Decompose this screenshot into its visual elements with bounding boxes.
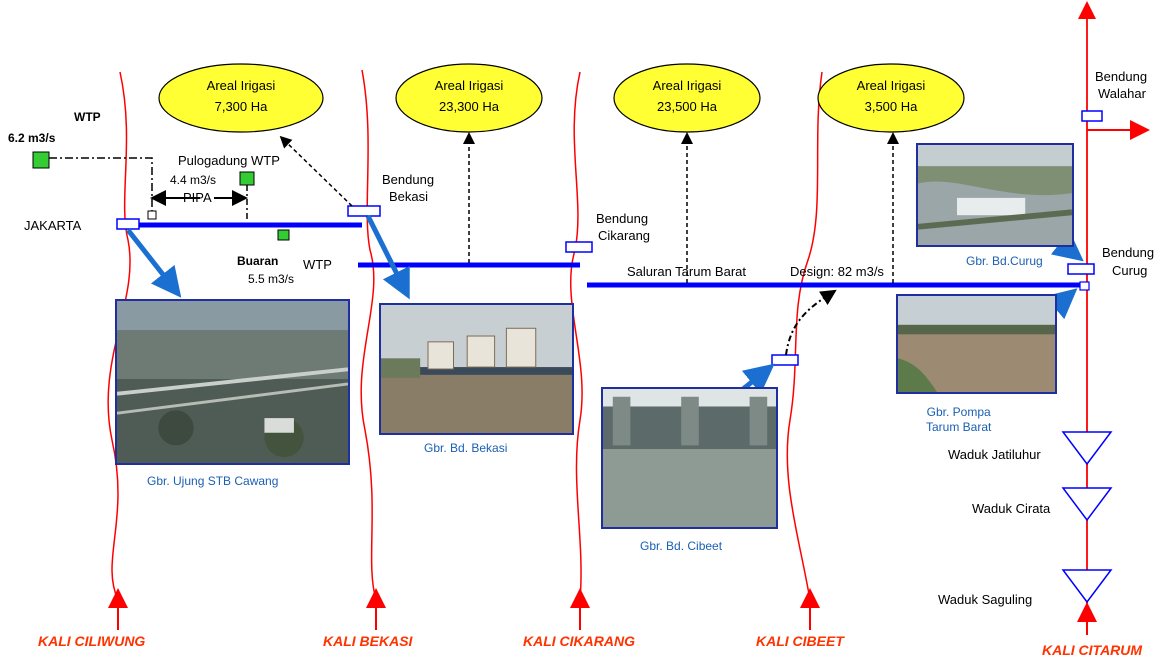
river-label-cikarang: KALI CIKARANG bbox=[523, 633, 635, 649]
weir-box-jakarta bbox=[116, 218, 140, 230]
irrigation-area-value-1: 7,300 Ha bbox=[214, 98, 268, 114]
pointer-arrow-cawang bbox=[126, 228, 182, 298]
irrigation-title-2: Areal Irigasi bbox=[434, 78, 504, 93]
weir-box-walahar bbox=[1081, 110, 1103, 122]
river-bekasi bbox=[360, 69, 377, 601]
irrigation-ellipse-1 bbox=[158, 63, 324, 133]
label-wtp-top: WTP bbox=[74, 110, 101, 124]
irrigation-title-4: Areal Irigasi bbox=[856, 78, 926, 93]
label-canal-name: Saluran Tarum Barat bbox=[627, 264, 746, 279]
label-waduk-jatiluhur: Waduk Jatiluhur bbox=[948, 447, 1041, 462]
river-label-ciliwung: KALI CILIWUNG bbox=[38, 633, 146, 649]
river-label-citarum: KALI CITARUM bbox=[1042, 642, 1143, 658]
wtp-left-node bbox=[32, 151, 50, 169]
label-buaran-wtp: WTP bbox=[303, 257, 332, 272]
wtp-buaran-node bbox=[277, 229, 290, 241]
photo-bd-cibeet bbox=[601, 387, 778, 529]
river-label-cibeet: KALI CIBEET bbox=[756, 633, 844, 649]
label-bendung-walahar-2: Walahar bbox=[1098, 86, 1146, 101]
wtp-left-pipe bbox=[49, 157, 153, 214]
irrigation-area-3: Areal Irigasi 23,500 Ha bbox=[614, 76, 760, 118]
irrigation-area-2: Areal Irigasi 23,300 Ha bbox=[396, 76, 542, 118]
irrigation-title-3: Areal Irigasi bbox=[652, 78, 722, 93]
caption-cibeet: Gbr. Bd. Cibeet bbox=[640, 539, 723, 553]
caption-pompa-line-1: Gbr. Pompa bbox=[926, 405, 991, 419]
label-bendung-curug-1: Bendung bbox=[1102, 245, 1155, 260]
irrigation-area-value-4: 3,500 Ha bbox=[864, 98, 918, 114]
pointer-arrow-bekasi bbox=[365, 214, 410, 300]
label-buaran: Buaran bbox=[237, 254, 279, 268]
label-waduk-saguling: Waduk Saguling bbox=[938, 592, 1033, 607]
weir-box-curug bbox=[1067, 263, 1095, 275]
caption-curug: Gbr. Bd.Curug bbox=[966, 254, 1043, 268]
caption-pompa: Gbr. Pompa Tarum Barat bbox=[926, 405, 991, 435]
irrigation-title-1: Areal Irigasi bbox=[206, 78, 276, 93]
cibeet-to-canal-arrow bbox=[785, 289, 837, 356]
label-bendung-walahar-1: Bendung bbox=[1095, 69, 1148, 84]
photo-bd-curug bbox=[916, 143, 1074, 247]
reservoir-cirata bbox=[1061, 487, 1113, 522]
weir-box-pompa bbox=[1079, 281, 1090, 291]
photo-ujung-stb-cawang bbox=[115, 299, 350, 465]
caption-cawang: Gbr. Ujung STB Cawang bbox=[147, 474, 279, 488]
weir-box-cibeet bbox=[771, 354, 799, 366]
river-cibeet bbox=[786, 71, 823, 601]
river-cikarang bbox=[569, 71, 583, 601]
label-bendung-curug-2: Curug bbox=[1112, 263, 1148, 278]
label-bendung-cikarang-2: Cikarang bbox=[598, 228, 651, 243]
label-design: Design: 82 m3/s bbox=[790, 264, 884, 279]
label-pipa: PIPA bbox=[183, 190, 212, 205]
reservoir-saguling bbox=[1061, 569, 1113, 604]
weir-box-bekasi bbox=[347, 205, 381, 217]
photo-bd-bekasi bbox=[379, 303, 574, 435]
reservoir-jatiluhur bbox=[1061, 431, 1113, 466]
river-label-bekasi: KALI BEKASI bbox=[323, 633, 413, 649]
photo-pompa-tarum-barat bbox=[896, 294, 1057, 394]
label-waduk-cirata: Waduk Cirata bbox=[972, 501, 1051, 516]
label-flow-4-4: 4.4 m3/s bbox=[170, 173, 217, 187]
caption-bekasi: Gbr. Bd. Bekasi bbox=[424, 441, 508, 455]
label-bendung-cikarang-1: Bendung bbox=[596, 211, 649, 226]
pipe-junction bbox=[147, 210, 157, 220]
irrigation-area-value-2: 23,300 Ha bbox=[439, 98, 499, 114]
caption-pompa-line-2: Tarum Barat bbox=[926, 420, 992, 434]
label-jakarta: JAKARTA bbox=[24, 218, 82, 233]
label-flow-6-2: 6.2 m3/s bbox=[8, 131, 56, 145]
label-flow-5-5: 5.5 m3/s bbox=[248, 272, 295, 286]
label-pulogadung: Pulogadung WTP bbox=[178, 153, 280, 168]
wtp-pulogadung-node bbox=[239, 171, 255, 186]
label-bendung-bekasi-1: Bendung bbox=[382, 172, 435, 187]
irrigation-area-1: Areal Irigasi 7,300 Ha bbox=[159, 76, 323, 118]
label-bendung-bekasi-2: Bekasi bbox=[389, 189, 429, 204]
irrigation-area-value-3: 23,500 Ha bbox=[657, 98, 717, 114]
irrigation-area-4: Areal Irigasi 3,500 Ha bbox=[818, 76, 964, 118]
weir-box-cikarang bbox=[565, 241, 593, 253]
supply-arrow-1 bbox=[279, 135, 353, 207]
